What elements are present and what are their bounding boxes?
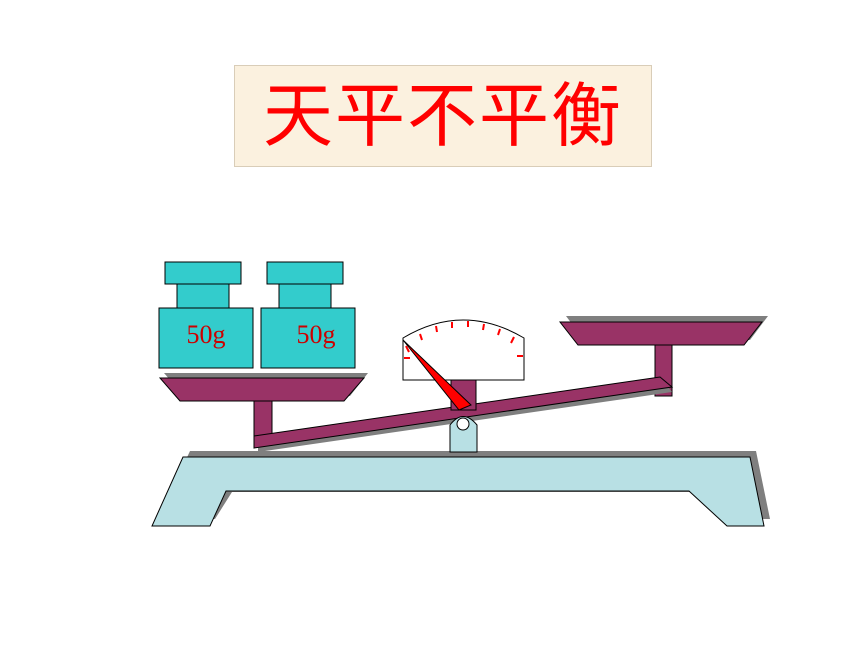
balance-beam xyxy=(253,376,674,449)
weight-2: 50g xyxy=(260,261,356,369)
dial-pointer xyxy=(402,339,472,411)
weight-1-body xyxy=(158,307,254,369)
weight-2-cap xyxy=(266,261,344,285)
weight-1: 50g xyxy=(158,261,254,369)
weight-1-label: 50g xyxy=(187,320,226,349)
weight-2-body xyxy=(260,307,356,369)
weight-1-neck xyxy=(176,283,230,309)
weight-1-cap xyxy=(164,261,242,285)
right-pan xyxy=(558,321,764,346)
page-title: 天平不平衡 xyxy=(263,75,623,157)
weight-2-label: 50g xyxy=(297,320,336,349)
weight-2-neck xyxy=(278,283,332,309)
scale-base xyxy=(151,456,765,527)
dial-ticks xyxy=(404,321,523,359)
dial-face xyxy=(402,319,525,381)
title-box: 天平不平衡 xyxy=(234,65,652,167)
left-pan xyxy=(158,377,366,402)
pivot-pin xyxy=(456,417,470,431)
